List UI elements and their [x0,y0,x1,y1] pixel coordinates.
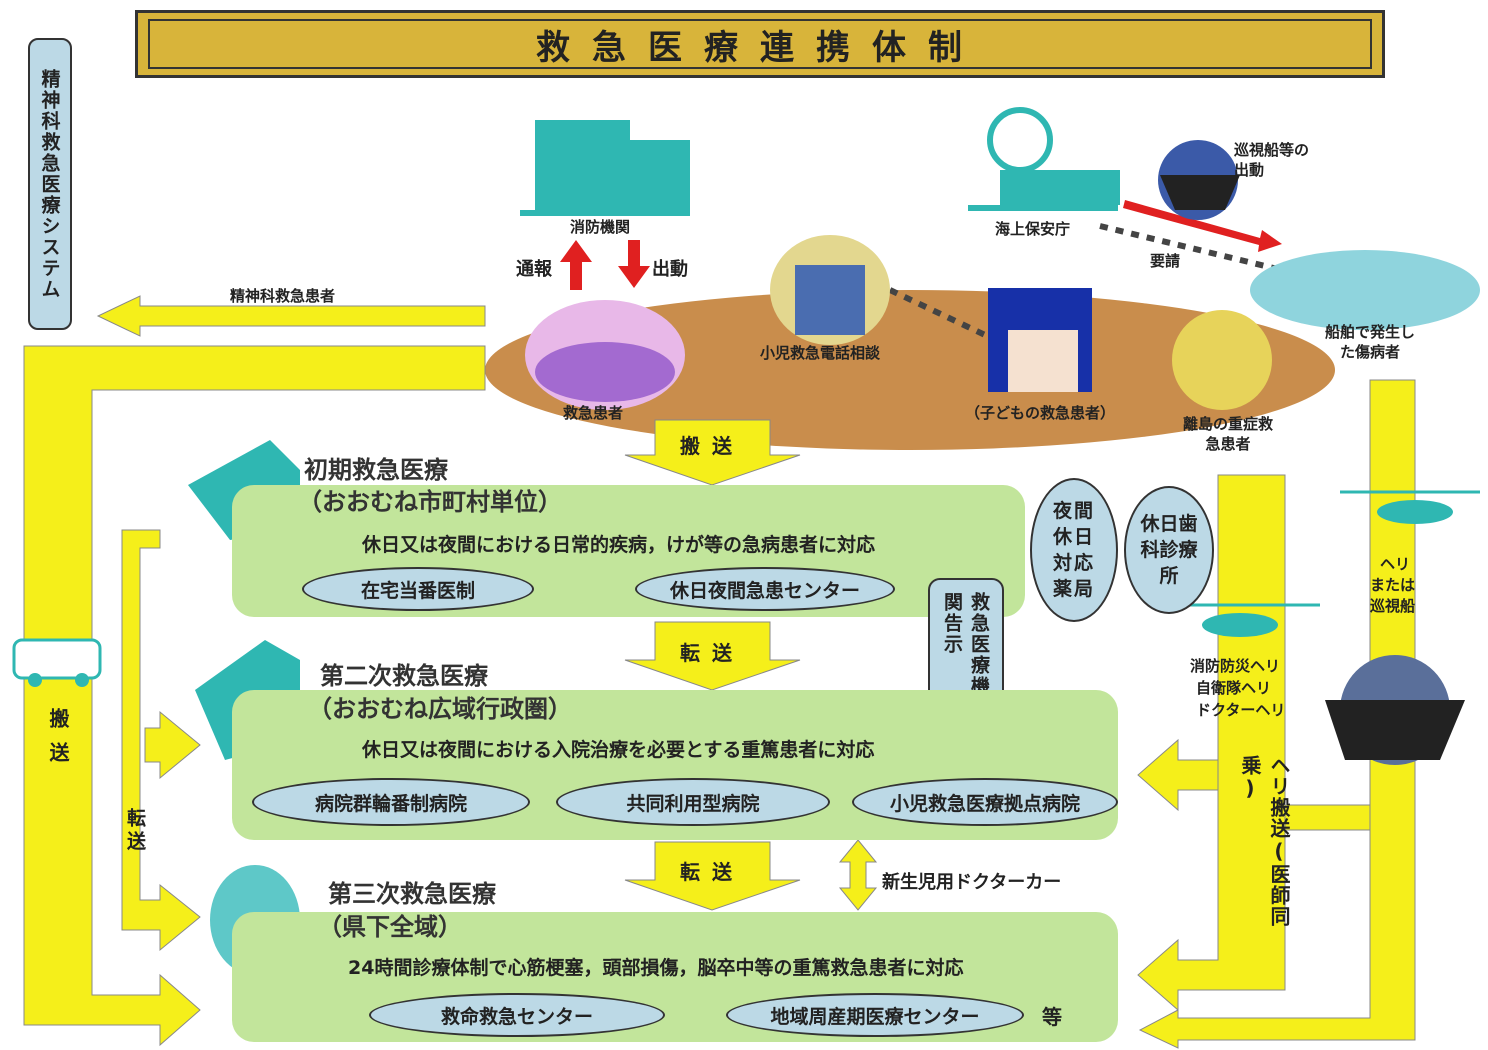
holiday-dental: 休日歯科診療所 [1124,486,1214,614]
secondary-oval-2: 共同利用型病院 [556,778,830,826]
secondary-desc: 休日又は夜間における入院治療を必要とする重篤患者に対応 [362,739,875,761]
down-arrow-3 [624,841,801,911]
primary-oval-2: 休日夜間急患センター [635,567,895,611]
transfer-label-2: 転送 [680,860,744,884]
island-patient-icon [1172,310,1272,410]
report-arrow [560,240,592,290]
tertiary-etc: 等 [1042,1005,1062,1029]
emergency-patient-icon [525,300,685,410]
report-label: 通報 [516,259,552,280]
left-transport-frame [23,345,486,1047]
down-arrow-1 [624,419,801,486]
patrol-ship-label: 巡視船等の出動 [1234,141,1310,179]
pediatric-phone-icon [770,235,890,345]
patrol-ship-icon [1158,140,1240,220]
coast-guard-label: 海上保安庁 [995,220,1071,238]
helicopter-icon-2 [1175,603,1320,637]
tertiary-subtitle: （県下全域） [318,913,462,941]
left-transfer-label: 転送 [124,808,146,854]
request-label: 要請 [1150,252,1181,270]
secondary-oval-1: 病院群輪番制病院 [252,778,530,826]
psych-patient-label: 精神科救急患者 [230,287,336,305]
pediatric-phone-label: 小児救急電話相談 [760,344,881,362]
secondary-subtitle: （おおむね広域行政圏） [308,695,572,723]
primary-subtitle: （おおむね市町村単位） [298,488,562,516]
coast-guard-radar-icon [968,107,1120,211]
psych-system-box: 精神科救急医療システム [28,38,72,330]
heli-arrow-secondary [1137,730,1219,812]
ambulance-icon [12,638,102,687]
transfer-label-1: 転送 [680,641,744,665]
tertiary-oval-2: 地域周産期医療センター [726,993,1024,1037]
medical-notice-label: 救急医療機関告示 [941,592,990,697]
ship-branch [1284,804,1371,831]
tertiary-desc: 24時間診療体制で心筋梗塞，頭部損傷，脳卒中等の重篤救急患者に対応 [348,957,964,979]
heli-column [1137,474,1286,1012]
psych-system-label: 精神科救急医療システム [38,68,61,300]
heli-label-1: 消防防災ヘリ [1190,657,1281,675]
primary-desc: 休日又は夜間における日常的疾病，けが等の急病患者に対応 [362,534,876,556]
scene-ellipse [485,290,1335,450]
page-title: 救急医療連携体制 [536,27,984,68]
primary-title: 初期救急医療 [304,456,448,484]
helicopter-icon-1 [1340,490,1480,524]
psych-arrow [96,295,486,337]
island-patient-label: 離島の重症救急患者 [1182,415,1273,453]
tertiary-title: 第三次救急医療 [328,880,496,908]
secondary-title: 第二次救急医療 [320,662,488,690]
emergency-patient-label: 救急患者 [563,404,624,422]
dispatch-arrow [618,240,650,288]
heli-transport-label: ヘリ搬送(医師同乗) [1238,755,1291,927]
title-banner: 救急医療連携体制 [135,10,1385,78]
secondary-oval-3: 小児救急医療拠点病院 [852,778,1118,826]
transport-label-1: 搬送 [680,434,744,458]
left-arrow-secondary [144,710,201,780]
patrol-ship-icon-2 [1325,655,1465,765]
neonatal-arrow [838,839,878,911]
ship-patient-icon [1250,250,1480,330]
tertiary-oval-1: 救命救急センター [369,993,665,1037]
heli-or-ship-2: または [1370,576,1416,594]
heli-or-ship-1: ヘリ [1380,555,1411,573]
down-arrow-2 [624,621,801,691]
heli-label-3: ドクターヘリ [1196,701,1286,719]
left-transfer-bracket [121,529,201,952]
primary-oval-1: 在宅当番医制 [302,567,534,611]
ship-patient-label: 船舶で発生した傷病者 [1325,323,1416,361]
night-pharmacy: 夜間休日対応薬局 [1030,478,1118,622]
child-patient-label: （子どもの救急患者） [965,404,1116,422]
heli-label-2: 自衛隊ヘリ [1196,679,1272,697]
dispatch-label: 出動 [652,259,688,280]
left-transport-label: 搬送 [46,708,70,776]
fire-dept-label: 消防機関 [570,218,631,236]
neonatal-car-label: 新生児用ドクターカー [882,872,1062,893]
heli-or-ship-3: 巡視船 [1370,597,1416,615]
coastguard-arrow [1123,200,1282,252]
fire-dept-building-icon [520,120,690,216]
